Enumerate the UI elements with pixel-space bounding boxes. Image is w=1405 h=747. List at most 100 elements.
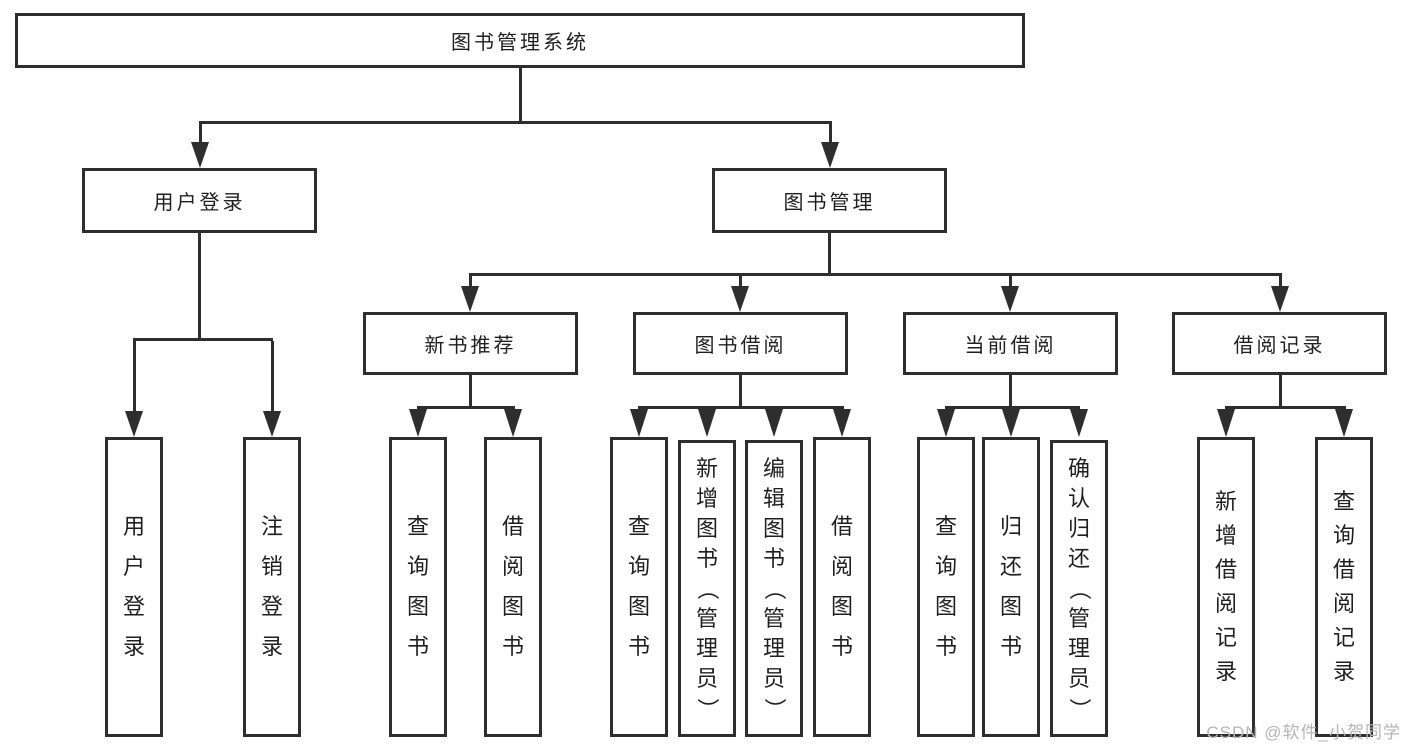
node-root: 图书管理系统	[15, 13, 1025, 68]
leaf-label-char: 员	[762, 665, 785, 691]
leaf-label-char: 图	[934, 594, 957, 619]
arrow-down-icon	[1002, 409, 1020, 437]
leaf-query-borrow-record: 查询借阅记录	[1315, 437, 1373, 737]
connector-line	[829, 124, 832, 146]
arrow-down-icon	[191, 142, 209, 168]
leaf-label-char: 询	[934, 554, 957, 579]
leaf-label-char: 书	[762, 545, 785, 571]
leaf-label: 查询图书	[920, 440, 972, 734]
connector-line	[739, 375, 742, 408]
leaf-label-char: 新	[695, 455, 718, 481]
connector-line	[199, 121, 832, 124]
connector-line	[1225, 406, 1346, 409]
leaf-label-char: 图	[695, 515, 718, 541]
leaf-label-char: 阅	[501, 554, 524, 579]
leaf-label-char: 录	[122, 634, 145, 659]
leaf-label-char: 录	[1214, 659, 1237, 684]
leaf-label-char: 图	[406, 594, 429, 619]
connector-line	[469, 276, 472, 288]
connector-line	[469, 375, 472, 408]
leaf-label-char: 书	[627, 634, 650, 659]
leaf-add-borrow-record: 新增借阅记录	[1197, 437, 1255, 737]
leaf-label-char: 书	[830, 634, 853, 659]
leaf-label-char: 书	[695, 545, 718, 571]
leaf-label-char: 登	[122, 594, 145, 619]
leaf-edit-books-admin: 编辑图书（管理员）	[745, 440, 803, 737]
leaf-borrowing-borrow-books: 借阅图书	[813, 437, 871, 737]
arrow-down-icon	[698, 409, 716, 437]
leaf-label: 查询借阅记录	[1318, 440, 1370, 734]
arrow-down-icon	[1217, 409, 1235, 437]
leaf-borrowing-query-books: 查询图书	[610, 437, 668, 737]
leaf-user-login: 用户登录	[105, 437, 163, 737]
connector-line	[417, 406, 515, 409]
node-borrowing-records: 借阅记录	[1172, 312, 1387, 375]
arrow-down-icon	[937, 409, 955, 437]
leaf-label-char: 增	[695, 485, 718, 511]
connector-line	[638, 406, 844, 409]
leaf-label-char: 录	[1332, 659, 1355, 684]
leaf-label-char: 书	[934, 634, 957, 659]
connector-line	[199, 124, 202, 146]
leaf-label-char: 记	[1332, 625, 1355, 650]
leaf-recommend-query-books: 查询图书	[389, 437, 447, 737]
leaf-label: 注销登录	[246, 440, 298, 734]
leaf-label-char: 图	[627, 594, 650, 619]
connector-line	[1009, 375, 1012, 408]
arrow-down-icon	[461, 286, 479, 312]
connector-line	[739, 276, 742, 288]
leaf-label-char: （	[1066, 577, 1092, 600]
leaf-label: 借阅图书	[816, 440, 868, 734]
leaf-label-char: 阅	[1214, 591, 1237, 616]
leaf-label-char: 销	[260, 554, 283, 579]
connector-line	[133, 338, 273, 341]
leaf-label-char: 理	[762, 635, 785, 661]
connector-line	[133, 341, 136, 412]
leaf-label-char: 图	[501, 594, 524, 619]
leaf-label-char: 书	[999, 634, 1022, 659]
leaf-label-char: 理	[1067, 635, 1090, 661]
leaf-label-char: 询	[1332, 523, 1355, 548]
connector-line	[945, 406, 1080, 409]
connector-line	[198, 233, 201, 340]
leaf-label-char: （	[761, 577, 787, 600]
leaf-confirm-return-admin: 确认归还（管理员）	[1050, 440, 1108, 737]
leaf-label-char: 书	[501, 634, 524, 659]
leaf-label-char: 图	[762, 515, 785, 541]
node-user-login: 用户登录	[82, 168, 317, 233]
leaf-label-char: 查	[627, 514, 650, 539]
leaf-label-char: 询	[406, 554, 429, 579]
leaf-label-char: ）	[761, 697, 787, 720]
leaf-label-char: （	[694, 577, 720, 600]
leaf-label: 编辑图书（管理员）	[748, 443, 800, 734]
arrow-down-icon	[833, 409, 851, 437]
leaf-recommend-borrow-books: 借阅图书	[484, 437, 542, 737]
connector-line	[1009, 276, 1012, 288]
leaf-label-char: 管	[695, 605, 718, 631]
connector-line	[469, 273, 1282, 276]
leaf-label-char: 查	[406, 514, 429, 539]
leaf-label-char: 借	[1332, 557, 1355, 582]
leaf-label-char: 查	[1332, 489, 1355, 514]
arrow-down-icon	[125, 411, 143, 437]
leaf-label-char: 图	[999, 594, 1022, 619]
leaf-label-char: 员	[1067, 665, 1090, 691]
arrow-down-icon	[263, 411, 281, 437]
leaf-label-char: 图	[830, 594, 853, 619]
leaf-label-char: 注	[260, 514, 283, 539]
leaf-label-char: 理	[695, 635, 718, 661]
leaf-label-char: 记	[1214, 625, 1237, 650]
leaf-label-char: 阅	[1332, 591, 1355, 616]
connector-line	[519, 68, 522, 121]
leaf-label-char: 借	[1214, 557, 1237, 582]
node-new-book-recommendation: 新书推荐	[363, 312, 578, 375]
leaf-label-char: 员	[695, 665, 718, 691]
node-book-management: 图书管理	[712, 168, 947, 233]
arrow-down-icon	[630, 409, 648, 437]
node-book-borrowing: 图书借阅	[633, 312, 848, 375]
leaf-add-books-admin: 新增图书（管理员）	[678, 440, 736, 737]
leaf-label-char: 确	[1067, 455, 1090, 481]
leaf-label: 借阅图书	[487, 440, 539, 734]
leaf-logout: 注销登录	[243, 437, 301, 737]
arrow-down-icon	[1335, 409, 1353, 437]
